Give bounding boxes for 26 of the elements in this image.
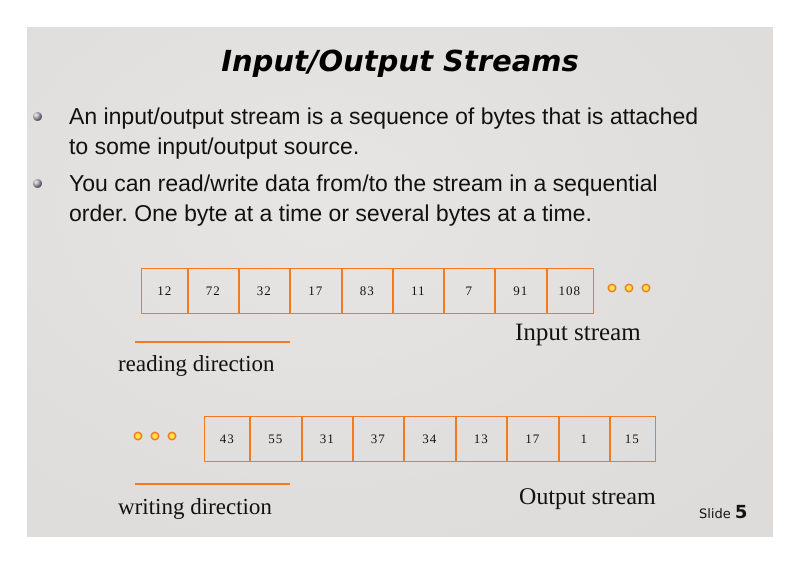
direction-caption: reading direction	[118, 350, 274, 378]
byte-cell: 12	[141, 268, 188, 314]
bullet-text: An input/output stream is a sequence of bytes that is attached to some input/output source.	[69, 102, 700, 161]
byte-cell: 72	[187, 268, 240, 314]
byte-cell: 11	[392, 268, 444, 314]
byte-cell: 83	[341, 268, 394, 314]
byte-cell: 7	[443, 268, 496, 314]
byte-cell: 13	[455, 416, 508, 462]
byte-cell: 17	[289, 268, 342, 314]
byte-cell: 43	[204, 416, 250, 462]
byte-cell: 108	[546, 268, 594, 314]
stream-caption: Output stream	[519, 483, 656, 512]
slide-title: Input/Output Streams	[220, 44, 580, 78]
byte-cell: 37	[352, 416, 404, 462]
byte-cell: 91	[494, 268, 548, 314]
direction-caption: writing direction	[118, 493, 272, 521]
byte-cell: 15	[609, 416, 656, 462]
byte-cell: 1	[558, 416, 610, 462]
slide-number: Slide 5	[699, 502, 748, 523]
byte-cell: 31	[301, 416, 354, 462]
byte-cell: 34	[403, 416, 456, 462]
byte-cell: 17	[506, 416, 560, 462]
stream-caption: Input stream	[515, 318, 641, 348]
byte-cell: 55	[249, 416, 302, 462]
byte-cell: 32	[238, 268, 290, 314]
bullet-text: You can read/write data from/to the stream in a sequential order. One byte at a time or several bytes at a time.	[69, 169, 659, 228]
